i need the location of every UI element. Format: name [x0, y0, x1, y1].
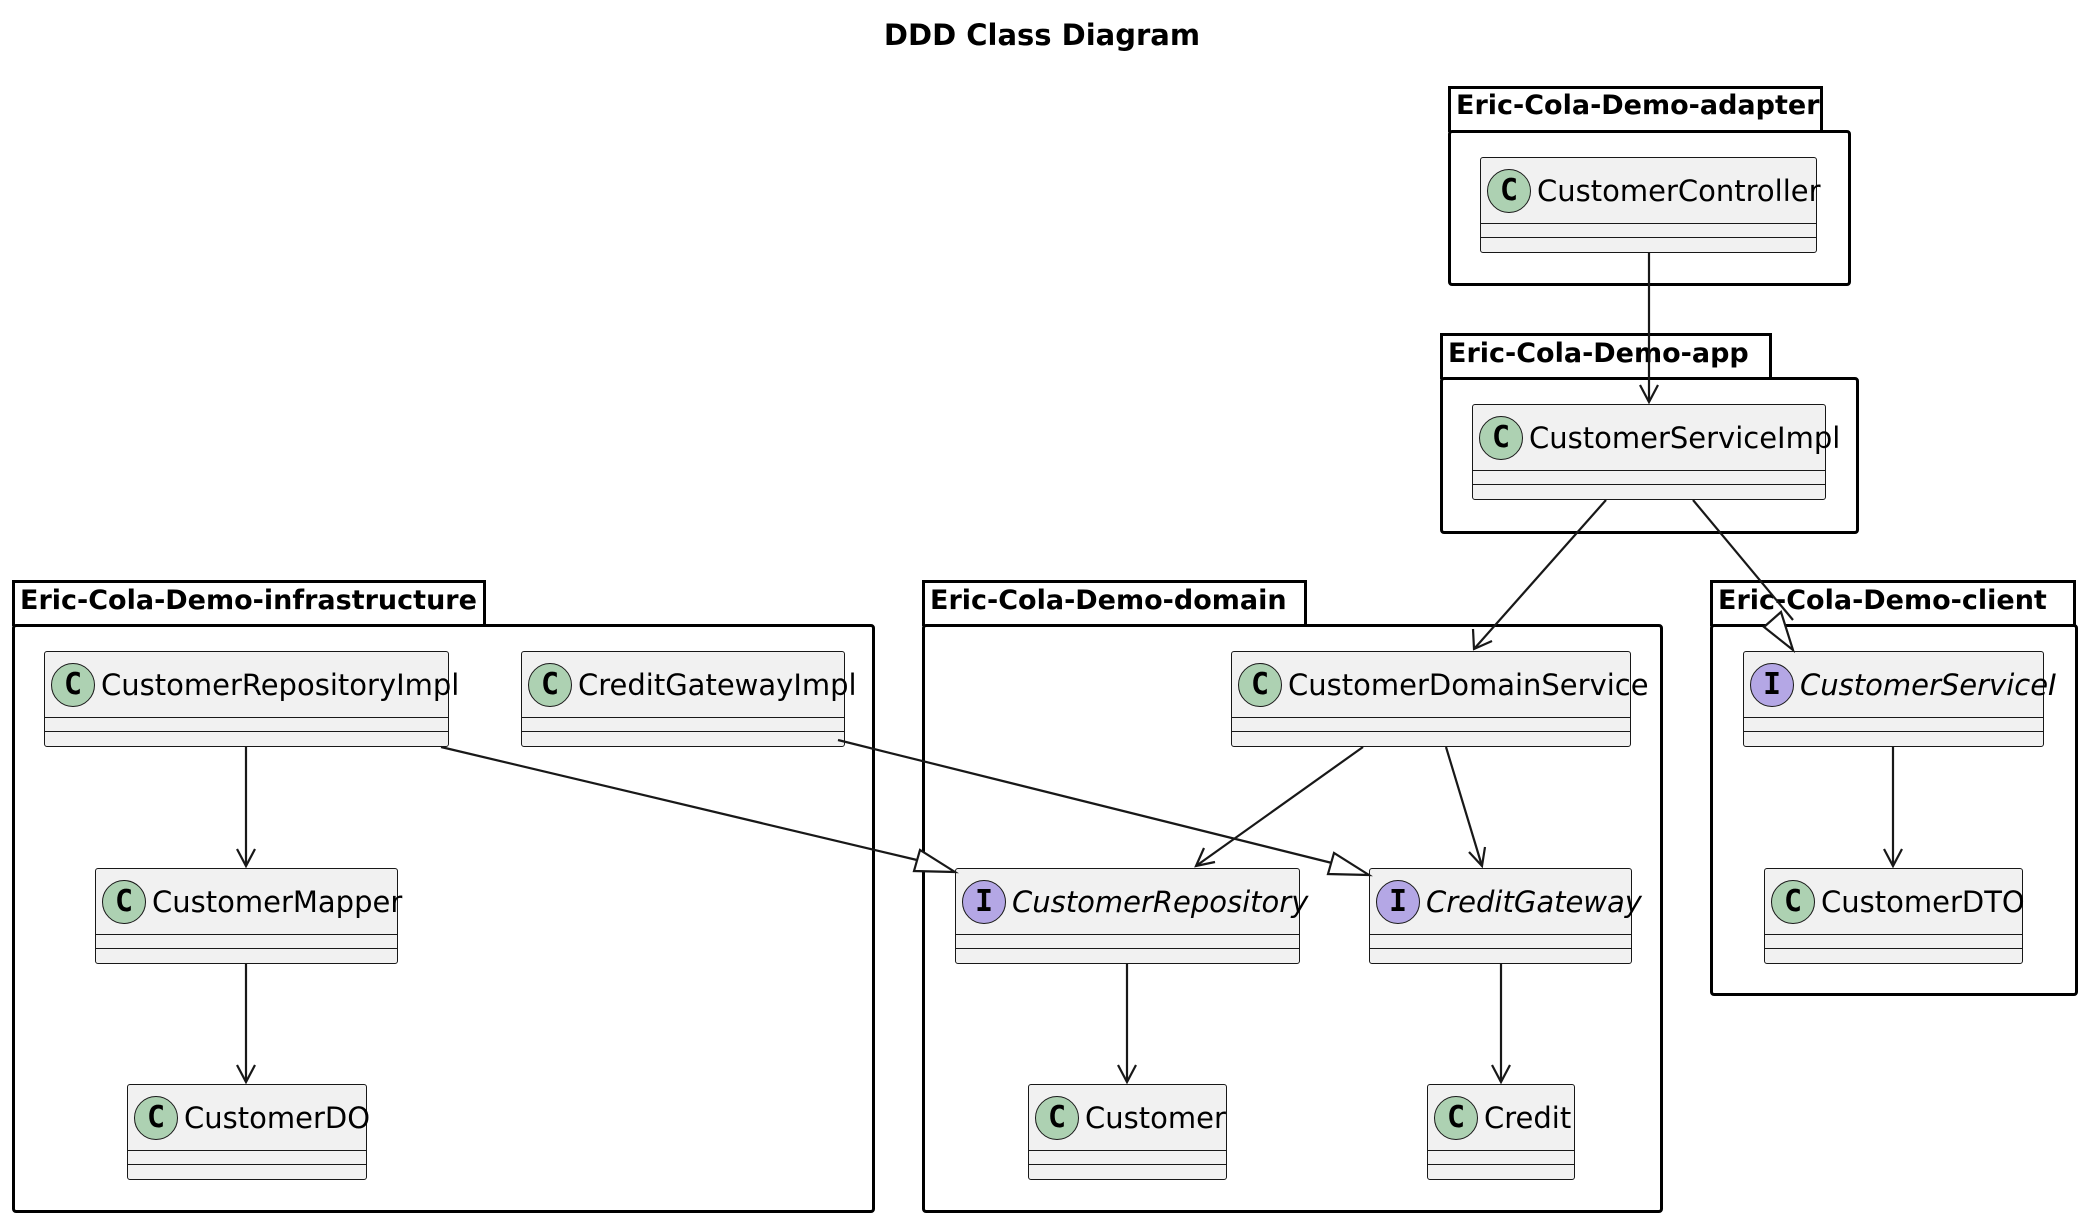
edge-serviceimpl-realizes-servicei [1692, 499, 1796, 654]
class-credit-gateway-impl[interactable]: C CreditGatewayImpl [521, 651, 857, 747]
class-c-icon: C [1479, 415, 1523, 460]
package-label-app: Eric-Cola-Demo-app [1448, 338, 1749, 369]
edge-creditgatewayimpl-realizes-creditgateway [837, 738, 1373, 877]
class-customer-dto[interactable]: C CustomerDTO [1764, 868, 2025, 964]
class-customer-repository-impl[interactable]: C CustomerRepositoryImpl [44, 651, 459, 747]
edge-controller-to-serviceimpl [1639, 253, 1659, 405]
class-c-icon: C [1035, 1095, 1079, 1140]
package-label-adapter: Eric-Cola-Demo-adapter [1456, 90, 1820, 121]
edge-repositoryimpl-realizes-customerrepository [440, 745, 959, 874]
edge-repositoryimpl-to-mapper [236, 747, 256, 869]
class-c-icon: C [528, 662, 572, 707]
class-c-icon: C [1487, 168, 1531, 213]
class-name: CreditGatewayImpl [578, 667, 857, 702]
class-c-icon: C [102, 879, 146, 924]
edge-mapper-to-customerdo [236, 964, 256, 1085]
class-name: Customer [1085, 1100, 1226, 1135]
interface-name: CustomerRepository [1012, 884, 1309, 919]
interface-name: CustomerServiceI [1800, 667, 2057, 702]
class-customer-domain-service[interactable]: C CustomerDomainService [1231, 651, 1649, 747]
package-tab-domain [922, 580, 1307, 626]
class-name: CustomerController [1537, 173, 1821, 208]
diagram-title: DDD Class Diagram [883, 18, 1201, 52]
class-customer-mapper[interactable]: C CustomerMapper [95, 868, 402, 964]
interface-i-icon: I [962, 879, 1006, 924]
class-name: CustomerServiceImpl [1529, 420, 1841, 455]
class-customer-do[interactable]: C CustomerDO [127, 1084, 371, 1180]
class-customer-service-impl[interactable]: C CustomerServiceImpl [1472, 404, 1840, 500]
interface-credit-gateway[interactable]: I CreditGateway [1369, 868, 1642, 964]
interface-i-icon: I [1750, 662, 1794, 707]
edge-serviceimpl-to-domainservice [1471, 499, 1607, 651]
package-label-domain: Eric-Cola-Demo-domain [930, 585, 1287, 616]
edge-creditgateway-to-credit [1491, 964, 1511, 1085]
package-label-client: Eric-Cola-Demo-client [1718, 585, 2047, 616]
interface-customer-repository[interactable]: I CustomerRepository [955, 868, 1308, 964]
class-name: CustomerDomainService [1288, 667, 1649, 702]
edge-serviceinterface-to-dto [1883, 747, 1903, 869]
class-name: CustomerMapper [152, 884, 403, 919]
class-c-icon: C [134, 1095, 178, 1140]
class-credit[interactable]: C Credit [1427, 1084, 1575, 1180]
class-name: CustomerDO [184, 1100, 371, 1135]
class-c-icon: C [1434, 1095, 1478, 1140]
class-customer-controller[interactable]: C CustomerController [1480, 157, 1821, 253]
class-c-icon: C [1238, 662, 1282, 707]
class-c-icon: C [1771, 879, 1815, 924]
edge-domainservice-to-customerrepository [1194, 746, 1364, 868]
class-name: CustomerRepositoryImpl [101, 667, 460, 702]
interface-customer-service-i[interactable]: I CustomerServiceI [1743, 651, 2057, 747]
class-customer[interactable]: C Customer [1028, 1084, 1227, 1180]
class-name: Credit [1484, 1100, 1572, 1135]
package-label-infrastructure: Eric-Cola-Demo-infrastructure [20, 585, 477, 616]
class-name: CustomerDTO [1821, 884, 2025, 919]
package-tab-adapter [1448, 86, 1823, 132]
interface-i-icon: I [1376, 879, 1420, 924]
package-tab-app [1440, 333, 1772, 379]
interface-name: CreditGateway [1426, 884, 1642, 919]
edge-domainservice-to-creditgateway [1444, 746, 1487, 869]
edge-customerrepository-to-customer [1117, 964, 1137, 1085]
package-tab-infrastructure [12, 580, 486, 626]
class-c-icon: C [51, 662, 95, 707]
package-tab-client [1710, 580, 2076, 626]
